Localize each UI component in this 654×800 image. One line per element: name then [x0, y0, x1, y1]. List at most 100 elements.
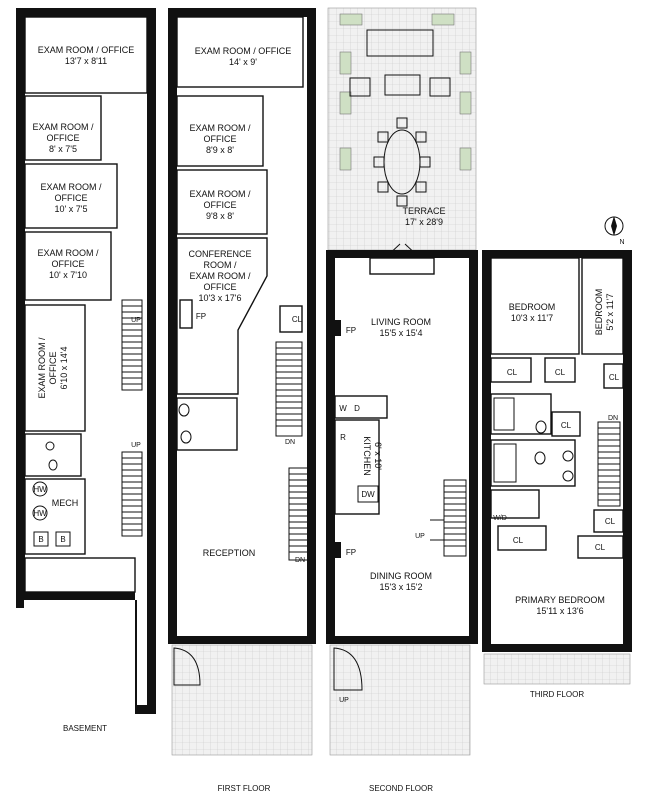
bedroom1-label: BEDROOM — [509, 302, 556, 312]
third-dn: DN — [608, 415, 618, 422]
basement-plan: EXAM ROOM / OFFICE 13'7 x 8'11 EXAM ROOM… — [16, 8, 156, 733]
first-conf-label3: EXAM ROOM / — [189, 271, 251, 281]
toilet-icon — [180, 430, 192, 444]
second-up2: UP — [339, 697, 349, 704]
first-dn1: DN — [285, 439, 295, 446]
second-floor-plan: TERRACE 17' x 28'9 LIVING ROOM 15'5 x 15… — [326, 7, 478, 793]
boiler-1-icon — [33, 531, 49, 547]
second-floor-title: SECOND FLOOR — [369, 784, 433, 793]
basement-exam2-label2: OFFICE — [47, 133, 80, 143]
third-cl5: CL — [605, 517, 616, 526]
hw-tank-2-icon — [32, 505, 48, 521]
basement-stairs-2 — [121, 451, 143, 537]
first-conf-label1: CONFERENCE — [188, 249, 251, 259]
third-cl7: CL — [595, 543, 606, 552]
first-conf-dim: 10'3 x 17'6 — [199, 293, 242, 303]
third-cl1: CL — [507, 368, 518, 377]
basement-title: BASEMENT — [63, 724, 107, 733]
dining-room-label: DINING ROOM — [370, 571, 432, 581]
hw-tank-1-icon — [32, 481, 48, 497]
third-floor-plan: BEDROOM 10'3 x 11'7 BEDROOM 5'2 x 11'7 C… — [482, 250, 632, 699]
toilet-icon — [535, 420, 547, 434]
second-dw: DW — [361, 490, 375, 499]
planters — [339, 13, 472, 171]
basement-up1: UP — [131, 317, 141, 324]
first-exam1-label: EXAM ROOM / OFFICE — [195, 46, 292, 56]
third-cl2: CL — [555, 368, 566, 377]
first-exam3-label: EXAM ROOM / — [189, 189, 251, 199]
basement-exam1-label: EXAM ROOM / OFFICE — [38, 45, 135, 55]
basement-exam1-dim: 13'7 x 8'11 — [65, 56, 107, 66]
kitchen-dim: 6' x 10' — [373, 442, 383, 470]
first-floor-plan: EXAM ROOM / OFFICE 14' x 9' EXAM ROOM / … — [168, 8, 316, 793]
basement-exam5-label2: OFFICE — [48, 352, 58, 385]
second-r: R — [340, 433, 346, 442]
basement-stairs-1 — [121, 299, 143, 391]
basement-b1: B — [38, 535, 43, 544]
second-w: W — [339, 404, 347, 413]
basement-hw1: HW — [33, 485, 47, 494]
basement-exam3-label2: OFFICE — [55, 193, 88, 203]
first-floor-front-garden — [171, 644, 313, 756]
second-d: D — [354, 404, 360, 413]
first-conf-label4: OFFICE — [204, 282, 237, 292]
first-exam3-dim: 9'8 x 8' — [206, 211, 234, 221]
second-fp1: FP — [346, 326, 356, 335]
compass-north-label: N — [619, 239, 624, 246]
third-floor-stairs — [597, 421, 621, 507]
basement-exam5-label: EXAM ROOM / — [37, 337, 47, 399]
second-up1: UP — [415, 533, 425, 540]
sofa-icon — [366, 29, 434, 57]
basement-hw2: HW — [33, 509, 47, 518]
first-exam2-dim: 8'9 x 8' — [206, 145, 234, 155]
first-exam2-label: EXAM ROOM / — [189, 123, 251, 133]
third-floor-balcony — [483, 653, 631, 685]
first-fp: FP — [196, 312, 206, 321]
kitchen-label: KITCHEN — [362, 436, 372, 476]
coffee-table-icon — [384, 74, 421, 96]
bedroom2-label: BEDROOM — [594, 289, 604, 336]
second-floor-stairs — [430, 479, 467, 557]
basement-exam4-label2: OFFICE — [52, 259, 85, 269]
sink-icon — [178, 403, 190, 417]
basement-exam4-dim: 10' x 7'10 — [49, 270, 87, 280]
third-cl3: CL — [609, 373, 620, 382]
terrace — [327, 7, 477, 251]
second-fp2: FP — [346, 548, 356, 557]
compass-icon: N — [604, 216, 625, 246]
fireplace-icon — [179, 299, 193, 329]
third-cl6: CL — [513, 536, 524, 545]
bedroom1-dim: 10'3 x 11'7 — [511, 313, 553, 323]
basement-exam4-label: EXAM ROOM / — [37, 248, 99, 258]
first-conf-label2: ROOM / — [204, 260, 237, 270]
terrace-dim: 17' x 28'9 — [405, 217, 443, 227]
first-dn2: DN — [295, 557, 305, 564]
third-cl4: CL — [561, 421, 572, 430]
basement-up2: UP — [131, 442, 141, 449]
bathtub-icon — [493, 397, 515, 431]
boiler-2-icon — [55, 531, 71, 547]
primary-bedroom-label: PRIMARY BEDROOM — [515, 595, 605, 605]
bedroom2-dim: 5'2 x 11'7 — [605, 293, 615, 330]
first-exam2-label2: OFFICE — [204, 134, 237, 144]
primary-bedroom-dim: 15'11 x 13'6 — [536, 606, 583, 616]
first-cl: CL — [292, 315, 303, 324]
basement-exam3-dim: 10' x 7'5 — [55, 204, 88, 214]
toilet-icon — [48, 459, 58, 471]
basement-mech-label: MECH — [52, 498, 79, 508]
first-reception-label: RECEPTION — [203, 548, 256, 558]
basement-exam5-dim: 6'10 x 14'4 — [59, 347, 69, 390]
terrace-label: TERRACE — [402, 206, 445, 216]
sink-icon — [45, 441, 55, 451]
basement-b2: B — [60, 535, 65, 544]
dining-room-dim: 15'3 x 15'2 — [380, 582, 423, 592]
second-floor-front-area — [329, 644, 471, 756]
living-room-dim: 15'5 x 15'4 — [380, 328, 423, 338]
first-floor-stairs-1 — [275, 341, 303, 437]
shower-icon — [493, 443, 517, 483]
third-wd: W/D — [493, 515, 507, 522]
first-exam1-dim: 14' x 9' — [229, 57, 257, 67]
first-floor-title: FIRST FLOOR — [218, 784, 271, 793]
basement-exam2-dim: 8' x 7'5 — [49, 144, 77, 154]
